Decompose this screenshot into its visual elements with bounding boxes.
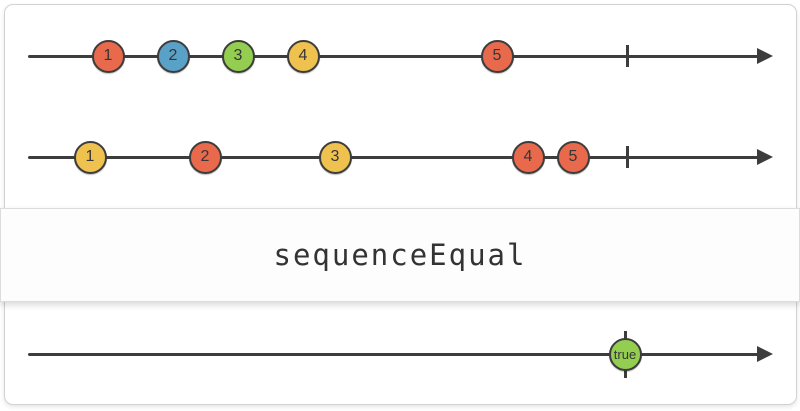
marble-2: 2	[188, 140, 222, 174]
source2-line	[28, 155, 759, 159]
marble-1: 1	[91, 39, 125, 73]
marble-5: 5	[556, 140, 590, 174]
marble-true: true	[608, 337, 642, 371]
source2-complete-tick	[625, 146, 629, 168]
source1-line	[28, 54, 759, 58]
output-line	[28, 352, 759, 356]
marble-4: 4	[286, 39, 320, 73]
marble-3: 3	[221, 39, 255, 73]
source2-arrow-icon	[757, 149, 773, 165]
marble-1: 1	[73, 140, 107, 174]
diagram-card	[4, 4, 797, 405]
source1-complete-tick	[625, 45, 629, 67]
marble-5: 5	[480, 39, 514, 73]
marble-2: 2	[156, 39, 190, 73]
marble-3: 3	[318, 140, 352, 174]
operator-label: sequenceEqual	[273, 238, 527, 272]
output-arrow-icon	[757, 346, 773, 362]
marble-4: 4	[511, 140, 545, 174]
operator-box: sequenceEqual	[0, 208, 800, 302]
source1-arrow-icon	[757, 48, 773, 64]
